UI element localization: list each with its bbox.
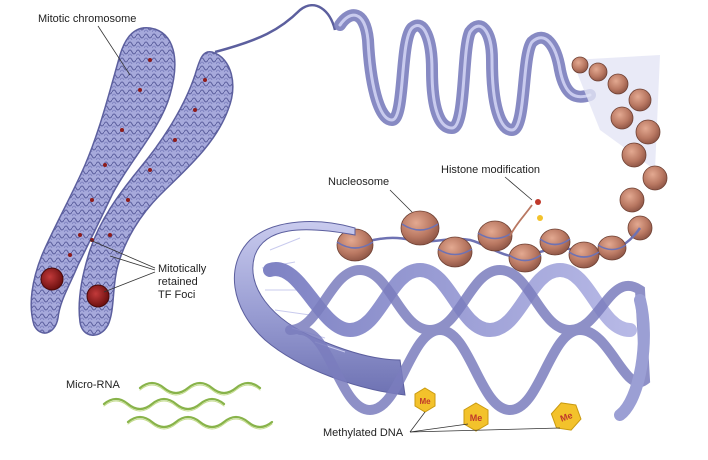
double-helix: [263, 262, 651, 421]
label-tf-foci-line-2: retained: [158, 276, 198, 288]
label-nucleosome: Nucleosome: [328, 176, 390, 188]
tf-dots: [68, 58, 207, 257]
methyl-marker-1: Me: [414, 387, 436, 413]
histone-mark-yellow: [537, 215, 543, 221]
tf-focus-left: [40, 267, 64, 291]
chromatin-fiber: [214, 4, 337, 54]
micro-rna-strands: [102, 381, 274, 429]
dna-ribbon: [233, 221, 406, 396]
histone-mark-red: [535, 199, 541, 205]
chromatid-right: [78, 50, 234, 336]
tf-focus-right: [86, 284, 110, 308]
methyl-marker-3-text: Me: [559, 410, 574, 424]
label-mitotic-chromosome: Mitotic chromosome: [38, 13, 137, 25]
micro-rna-strands-inner: [103, 384, 273, 430]
coiled-fiber-highlight: [338, 13, 592, 132]
label-tf-foci: Mitotically retained TF Foci: [158, 263, 238, 302]
leader-lines: [89, 25, 561, 433]
methyl-marker-3: Me: [550, 402, 582, 431]
label-tf-foci-line-1: Mitotically: [158, 263, 207, 275]
label-histone-modification: Histone modification: [441, 164, 541, 176]
label-methylated-dna: Methylated DNA: [323, 427, 404, 439]
nucleosomes: [336, 210, 627, 273]
chromatid-left: [30, 27, 176, 334]
histone-tail: [509, 204, 533, 237]
label-tf-foci-line-3: TF Foci: [158, 289, 196, 301]
methyl-marker-1-text: Me: [419, 397, 431, 406]
mitotic-chromosome: [30, 27, 234, 336]
label-micro-rna: Micro-RNA: [66, 379, 120, 391]
nucleosome-wraps: [336, 223, 627, 262]
methyl-marker-2: Me: [463, 402, 489, 432]
methyl-marker-2-text: Me: [470, 413, 483, 423]
